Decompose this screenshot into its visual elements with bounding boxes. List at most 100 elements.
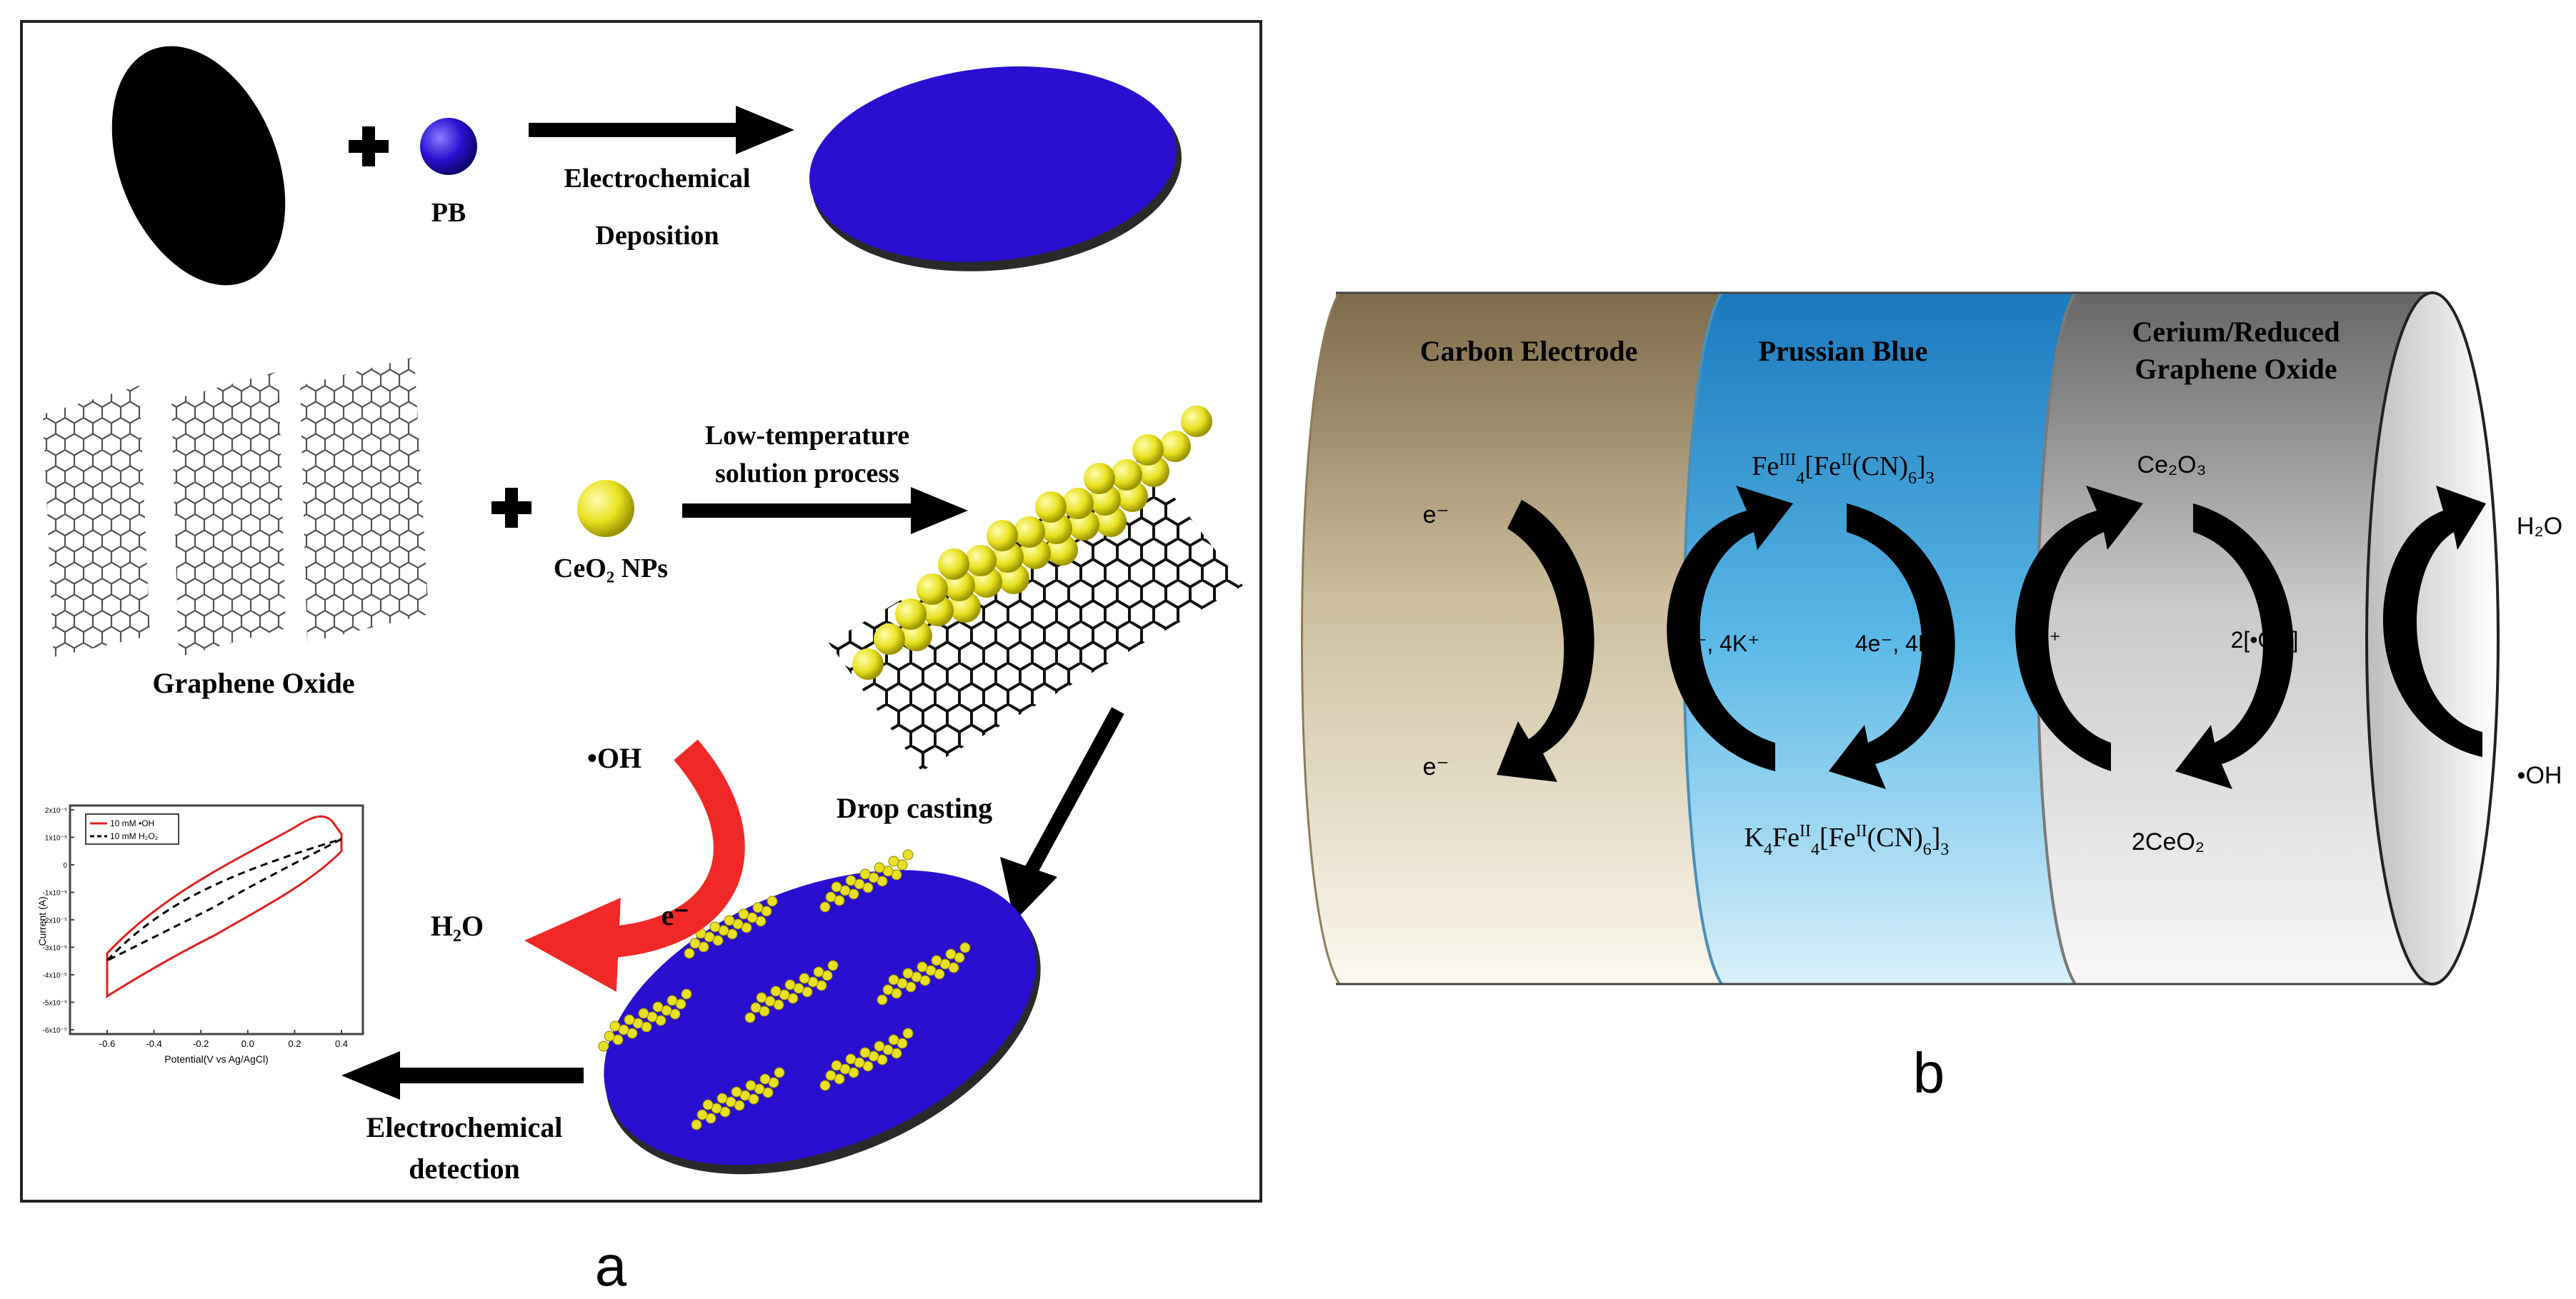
disc-nanoparticle [845,1053,857,1065]
disc-nanoparticle [752,902,764,913]
ce2o3-label: Ce₂O₃ [2137,451,2207,478]
cv-ytick: -4x10⁻⁵ [43,972,67,980]
disc-nanoparticle [759,1073,771,1085]
disc-nanoparticle [882,984,894,995]
disc-nanoparticle [744,1012,756,1023]
panel-a-label: a [595,1234,627,1298]
disc-nanoparticle [845,875,857,886]
detection-label-line1: Electrochemical [366,1111,563,1143]
cylinder-front-cap [2365,291,2500,985]
ceo2-nanoparticle [1159,431,1191,462]
graphene-oxide-label: Graphene Oxide [152,667,354,699]
disc-nanoparticle [598,1040,609,1052]
ceo2-nanoparticle [1084,463,1115,494]
electron-bottom-label: e⁻ [1423,753,1449,781]
ceo2-nanoparticle [938,548,969,580]
disc-nanoparticle [681,988,692,1000]
plus-sign-2 [491,488,531,528]
disc-nanoparticle [813,966,824,978]
cv-ytick: -6x10⁻⁵ [43,1027,67,1035]
disc-nanoparticle [827,960,839,971]
radical-conversion-arrow [524,739,745,992]
disc-nanoparticle [825,1070,837,1081]
ceo2-nanoparticle [874,623,905,655]
panel-b-label: b [1913,1041,1945,1105]
disc-nanoparticle [825,891,837,903]
h2o-label-b: H₂O [2517,513,2562,540]
disc-nanoparticle [738,908,749,920]
disc-nanoparticle [770,985,782,997]
h-plus-label: H⁺ [2032,627,2061,653]
pb-reduction-arrow [1829,503,1955,789]
disc-nanoparticle [819,1080,831,1091]
disc-nanoparticle [624,1014,635,1025]
prussian-blue-layer [1684,293,2075,984]
disc-nanoparticle [709,921,721,933]
disc-nanoparticle [945,948,957,960]
disc-nanoparticle [902,968,914,979]
pb-coated-disc [809,66,1182,271]
disc-nanoparticle [888,974,899,985]
disc-nanoparticle [902,849,914,861]
cv-legend [85,813,179,845]
disc-nanoparticle [667,995,678,1006]
oh-out-label: •OH [2517,762,2562,789]
cv-ytick: -5x10⁻⁵ [43,1000,67,1008]
deposition-label-line2: Deposition [595,221,719,251]
cv-xtick: -0.2 [193,1038,209,1049]
carbon-electrode-layer [1336,293,1722,984]
disc-nanoparticle [902,1028,914,1039]
disc-nanoparticle [756,992,767,1003]
disc-nanoparticle [931,955,942,966]
disc-nanoparticle [697,1109,708,1120]
disc-nanoparticle [831,1060,842,1071]
low-temp-label-line1: Low-temperature [705,421,909,451]
detection-arrow [341,1051,584,1100]
disc-nanoparticle [684,948,695,959]
disc-nanoparticle [702,1099,714,1110]
panel-a: PB Electrochemical Deposition Graphene O… [20,20,1262,1298]
disc-nanoparticle [652,1001,664,1013]
oh-radical-label: •OH [587,742,641,774]
ceo2-nanoparticle [965,545,997,576]
disc-nanoparticle [874,1040,885,1052]
cv-legend-oh: 10 mM •OH [110,818,154,828]
cv-ytick: 2x10⁻⁵ [45,807,67,815]
disc-nanoparticle [609,1020,621,1032]
disc-nanoparticle [691,1119,702,1130]
panel-b: Carbon Electrode Prussian Blue Cerium/Re… [1301,291,2562,1105]
ceo2-nanoparticle [987,520,1018,551]
ceo2-nanoparticle [1062,488,1094,519]
ceo2-sphere [577,480,634,537]
cv-ytick: 0 [63,862,67,870]
disc-nanoparticle [638,1008,649,1019]
cv-ytick: -3x10⁻⁵ [43,945,67,953]
low-temp-label-line2: solution process [715,458,899,488]
ceo2-label: CeO₂ NPs [554,553,668,583]
prussian-blue-title: Prussian Blue [1759,335,1928,367]
pb-label: PB [431,198,466,228]
disc-nanoparticle [689,938,701,949]
cerium-rgo-layer [2037,293,2432,984]
ce-oxidation-arrow [2015,486,2143,771]
disc-nanoparticle [859,868,871,880]
disc-nanoparticle [917,961,928,973]
ceo2-nanoparticle [1014,516,1045,548]
pb-right-label: 4e⁻, 4K⁺ [1855,631,1945,656]
ceo2-label-b: 2CeO₂ [2132,828,2205,856]
electron-label-a: e⁻ [662,899,689,931]
detection-label-line2: detection [409,1153,520,1185]
graphene-oxide-sheets [43,357,429,657]
deposition-label-line1: Electrochemical [564,164,751,194]
carbon-electrode-edge [1301,292,1341,985]
cv-xtick: 0.0 [241,1038,254,1049]
ceo2-nanoparticle [895,598,927,630]
cv-legend-h2o2: 10 mM H₂O₂ [110,831,159,841]
ceo2-rgo-composite [829,406,1243,771]
drop-casting-label: Drop casting [837,792,992,824]
disc-nanoparticle [831,881,842,893]
disc-nanoparticle [767,896,778,907]
deposition-arrow [529,106,794,154]
two-oh-label: 2[•OH] [2231,627,2299,653]
